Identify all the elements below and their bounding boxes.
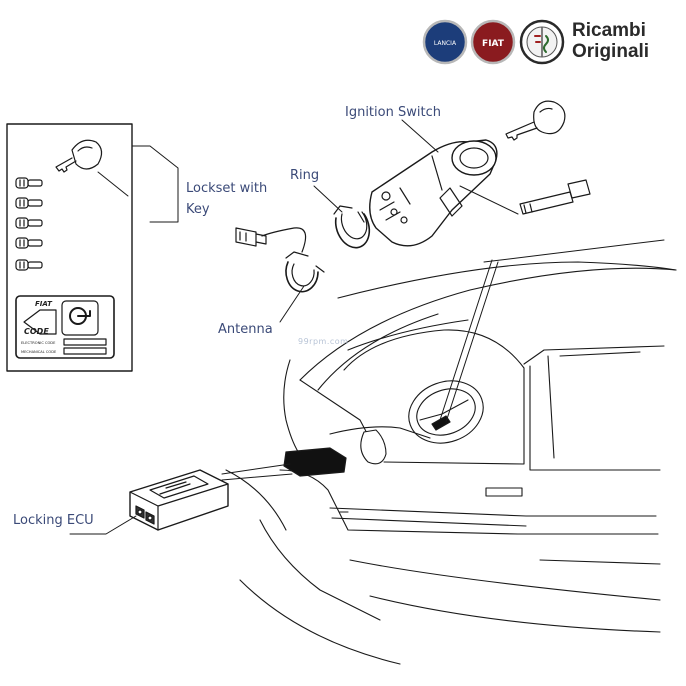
ignition-pin [519, 179, 591, 215]
ignition-key [505, 100, 566, 141]
antenna-part [235, 227, 325, 293]
lockset-box: FIAT CODE ELECTRONIC CODE MECHANICAL COD… [6, 123, 133, 372]
svg-text:ELECTRONIC CODE: ELECTRONIC CODE [21, 341, 56, 345]
svg-text:MECHANICAL CODE: MECHANICAL CODE [21, 350, 57, 354]
lockset-key [55, 139, 103, 173]
svg-text:LANCIA: LANCIA [434, 40, 457, 47]
brand-title: Ricambi Originali [572, 20, 649, 62]
alfa-romeo-logo [519, 19, 565, 65]
svg-text:CODE: CODE [24, 327, 49, 336]
ecu-label-leader [69, 515, 137, 535]
car-outline [225, 261, 677, 665]
svg-text:FIAT: FIAT [35, 300, 53, 308]
lock-cylinders [15, 177, 43, 271]
label-ring: Ring [290, 168, 320, 183]
lancia-logo: LANCIA [422, 19, 468, 65]
antenna-leader [279, 285, 305, 323]
ignition-location-marker [431, 239, 665, 431]
brand-line-1: Ricambi [572, 20, 646, 41]
ring-part [333, 205, 371, 249]
label-lockset-line-1: Lockset with [186, 181, 268, 196]
locking-ecu [129, 469, 229, 531]
label-locking-ecu: Locking ECU [13, 513, 94, 528]
code-card: FIAT CODE ELECTRONIC CODE MECHANICAL COD… [15, 295, 115, 359]
ecu-location-leader [221, 463, 293, 481]
watermark: 99rpm.com [298, 337, 349, 346]
lockset-leader [97, 145, 179, 223]
label-ignition-switch: Ignition Switch [345, 105, 441, 120]
ring-leader [313, 185, 343, 213]
ignition-label-leader [401, 119, 439, 153]
ignition-switch [369, 139, 498, 247]
ignition-pin-leader [459, 185, 519, 215]
locking-ecu-location [283, 447, 347, 477]
label-lockset-line-2: Key [186, 202, 210, 217]
label-antenna: Antenna [218, 322, 273, 337]
brand-line-2: Originali [572, 41, 650, 62]
svg-text:FIAT: FIAT [482, 39, 505, 49]
fiat-logo: FIAT [470, 19, 516, 65]
